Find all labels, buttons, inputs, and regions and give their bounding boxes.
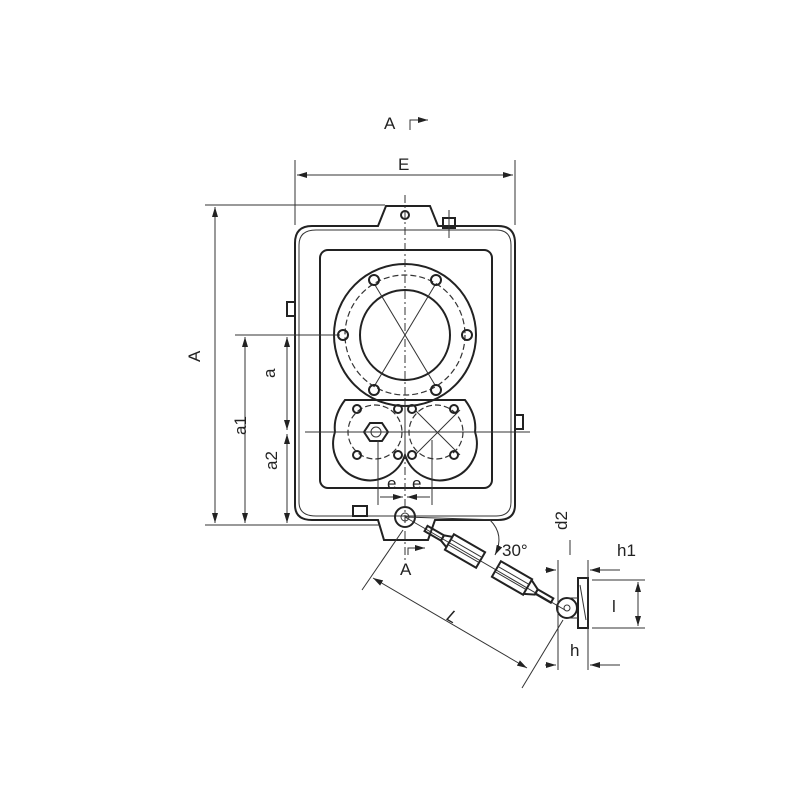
dim-label-e-right: e — [412, 474, 421, 493]
dimension-lines — [205, 117, 516, 555]
dim-label-a: a — [260, 368, 279, 378]
dim-label-e-left: e — [387, 474, 396, 493]
mounting-bracket — [545, 540, 645, 670]
dim-label-h: h — [570, 641, 579, 660]
dim-label-l: l — [612, 597, 616, 616]
section-label-bottom: A — [400, 560, 412, 579]
dim-label-a1: a1 — [231, 416, 250, 435]
center-lines — [305, 195, 530, 560]
dim-label-a2: a2 — [262, 451, 281, 470]
dim-label-A: A — [185, 350, 204, 362]
dim-label-h1: h1 — [617, 541, 636, 560]
dim-label-L: L — [444, 606, 462, 627]
dim-label-d2: d2 — [552, 511, 571, 530]
dim-label-E: E — [398, 155, 409, 174]
section-label-top: A — [384, 114, 396, 133]
flexible-shaft — [361, 516, 566, 689]
angle-label: 30° — [502, 541, 528, 560]
